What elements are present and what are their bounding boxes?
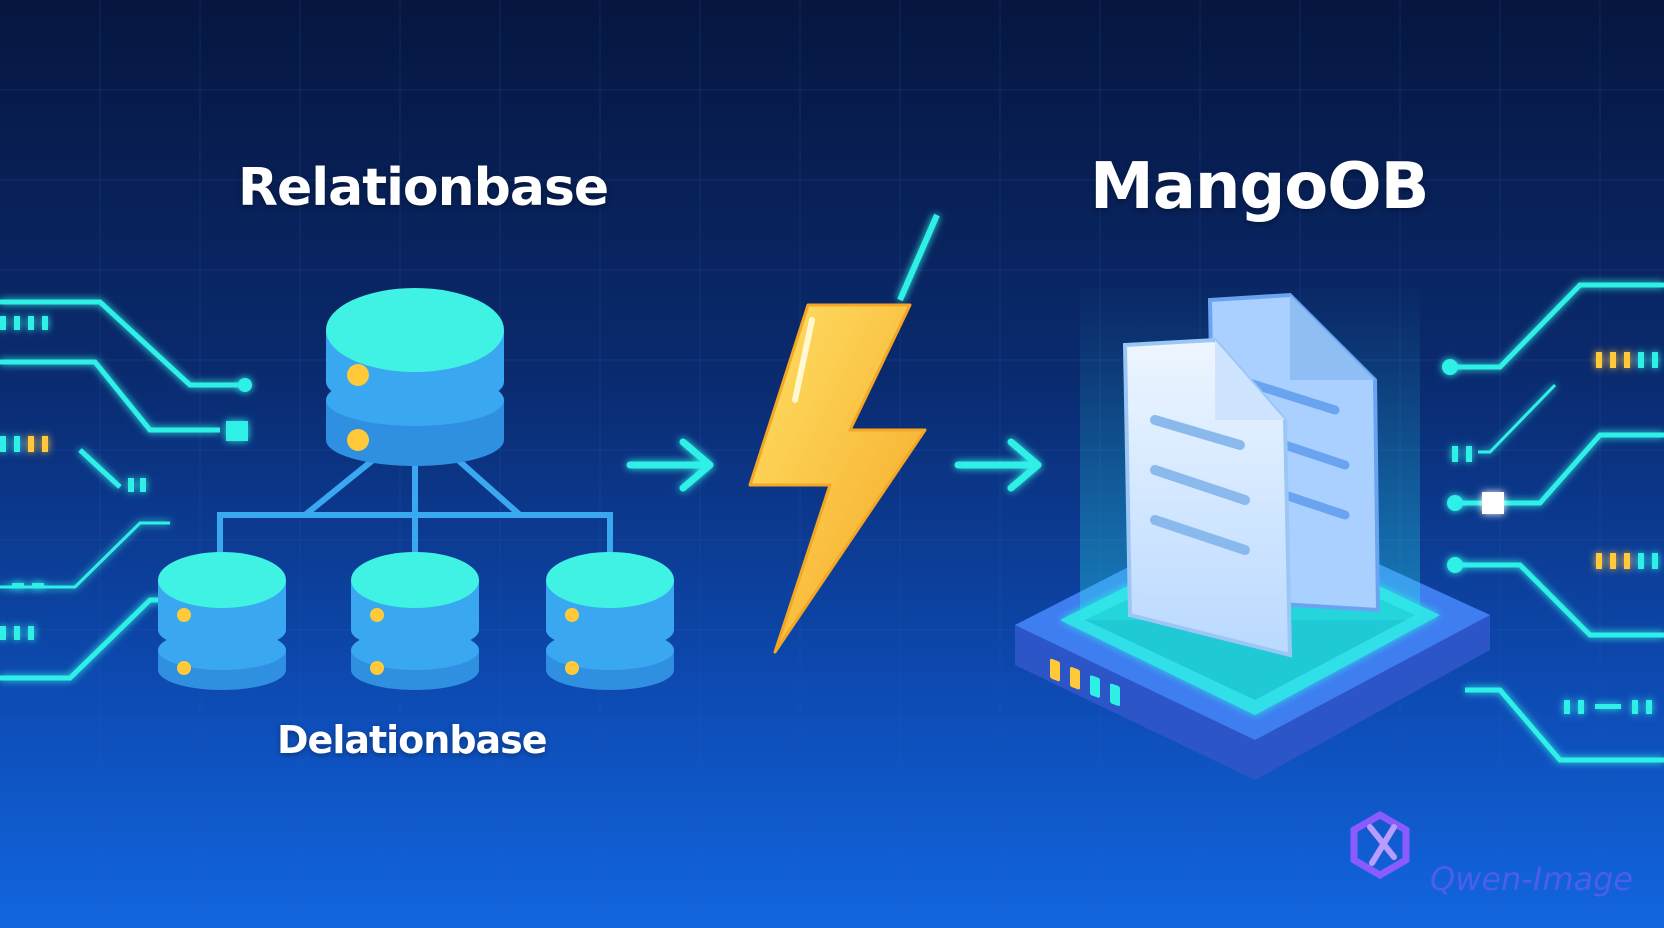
- database-cylinder: [351, 552, 479, 690]
- watermark-text: Qwen-Image: [1430, 860, 1634, 898]
- left-circuit-dots: [0, 316, 252, 640]
- relational-caption: Delationbase: [277, 718, 548, 762]
- relational-title: Relationbase: [238, 158, 609, 218]
- right-arrow-icon: [626, 438, 714, 492]
- database-cylinder: [326, 288, 504, 466]
- circuit-trace-icon: [0, 299, 245, 681]
- right-arrow-icon: [954, 438, 1042, 492]
- circuit-trace-icon: [1450, 282, 1664, 763]
- relational-database-tree-icon: [158, 288, 674, 690]
- qwen-logo-icon: [1350, 810, 1410, 880]
- right-circuit-dots: [1442, 352, 1658, 714]
- status-leds: [1050, 658, 1120, 707]
- lightning-bolt-icon: [748, 213, 940, 654]
- database-cylinder: [158, 552, 286, 690]
- database-cylinder: [546, 552, 674, 690]
- document-db-title: MangoOB: [1090, 150, 1429, 224]
- document-database-platform-icon: [1015, 280, 1490, 780]
